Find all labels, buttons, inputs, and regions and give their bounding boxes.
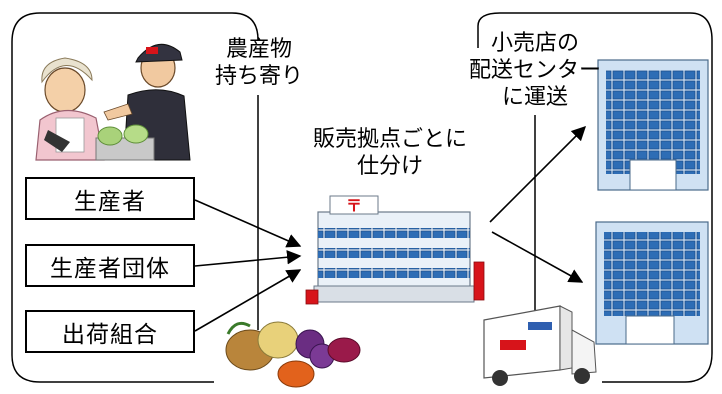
farmers-illustration — [35, 43, 191, 161]
produce-basket-illustration — [225, 321, 361, 388]
label-sort-by-point: 販売拠点ごとに 仕分け — [312, 127, 467, 179]
source-box-producer-group: 生産者団体 — [25, 244, 195, 287]
label-transport-to-center: 小売店の 配送センター に運送 — [468, 31, 601, 110]
post-office-illustration: 〒 — [305, 195, 485, 305]
source-box-shipping-union: 出荷組合 — [25, 310, 195, 353]
svg-text:〒: 〒 — [346, 196, 362, 215]
distribution-center-top-illustration — [597, 59, 709, 191]
source-label-producer: 生産者 — [74, 188, 146, 215]
label-bring-produce: 農産物 持ち寄り — [214, 37, 303, 89]
arrow-producer — [194, 199, 302, 248]
arrow-to-center-top — [489, 125, 587, 223]
source-label-producer-group: 生産者団体 — [50, 255, 170, 282]
distribution-center-bottom-illustration — [595, 221, 709, 345]
farm-region-border — [40, 12, 259, 41]
source-box-producer: 生産者 — [25, 177, 195, 220]
arrow-to-center-bottom — [491, 231, 584, 283]
arrow-producer-group — [194, 250, 302, 267]
retail-region-border — [477, 12, 713, 383]
delivery-truck-illustration — [483, 305, 597, 386]
arrow-shipping-union — [194, 269, 302, 332]
source-label-shipping-union: 出荷組合 — [62, 321, 158, 348]
